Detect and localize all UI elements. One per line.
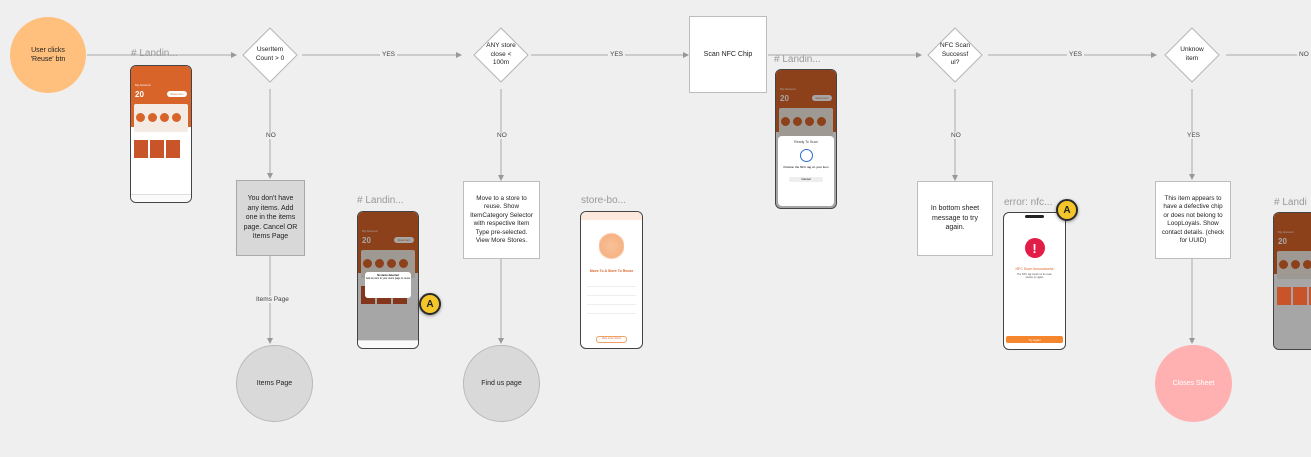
process-defective-chip[interactable]: This item appears to have a defective ch…	[1155, 181, 1231, 259]
error-icon: !	[1024, 238, 1045, 258]
edge-label-yes: YES	[608, 51, 626, 58]
start-node[interactable]: User clicks 'Reuse' btn	[10, 17, 86, 93]
terminal-closes-sheet-label: Closes Sheet	[1172, 379, 1215, 387]
dialog-title: No items detected	[377, 273, 399, 277]
process-defective-chip-label: This item appears to have a defective ch…	[1161, 194, 1225, 245]
edge-label-items-page: Items Page	[254, 296, 291, 303]
points-value: 20	[780, 94, 789, 103]
process-no-items-label: You don't have any items. Add one in the…	[243, 195, 298, 241]
reuse-pill-button[interactable]: Reuse Item	[812, 95, 832, 101]
account-label: My Account	[362, 229, 378, 233]
process-bottom-sheet[interactable]: In bottom sheet message to try again.	[917, 181, 993, 256]
category-icons	[136, 113, 181, 122]
frame-title-landing-4: # Landi	[1274, 197, 1307, 208]
dialog-body: Add an item to your items page to reuse	[365, 276, 411, 280]
offer-tiles	[1277, 287, 1311, 305]
edge-label-yes: YES	[1067, 51, 1085, 58]
modal-dim	[1274, 213, 1311, 349]
start-node-label: User clicks 'Reuse' btn	[30, 46, 66, 63]
decision-unknown-item[interactable]: Unknow item	[1164, 27, 1220, 83]
phone-landing-4[interactable]: My Account 20	[1273, 212, 1311, 350]
sheet-hint: Position the NFC tag on your item	[783, 164, 829, 169]
diamond-shape	[927, 27, 983, 83]
decision-store-close-label: ANY store close < 100m	[486, 41, 516, 67]
edge-label-no: NO	[264, 132, 278, 139]
phone-nfc-error[interactable]: ! NFC Scan Unsuccessful The NFC tag coul…	[1003, 212, 1066, 350]
frame-title-landing-1: # Landin...	[131, 48, 178, 59]
frame-title-error: error: nfc...	[1004, 197, 1053, 208]
comment-badge[interactable]: A	[1056, 199, 1078, 221]
offer-tiles	[134, 140, 180, 158]
diamond-shape	[242, 27, 298, 83]
category-icons	[1279, 260, 1311, 269]
diamond-shape	[1164, 27, 1220, 83]
frame-title-landing-3: # Landin...	[357, 195, 404, 206]
edge-label-yes: YES	[1185, 132, 1203, 139]
points-value: 20	[1278, 237, 1287, 246]
phone-landing-1[interactable]: My Account 20 Reuse Item	[130, 65, 192, 203]
decision-nfc-success-label: NFC Scan Successf ul?	[940, 41, 970, 67]
process-scan-nfc-label: Scan NFC Chip	[703, 50, 753, 58]
process-move-to-store[interactable]: Move to a store to reuse. Show ItemCateg…	[463, 181, 540, 259]
category-icons	[781, 117, 826, 126]
comment-badge[interactable]: A	[419, 293, 441, 315]
decision-store-close[interactable]: ANY store close < 100m	[473, 27, 529, 83]
terminal-items-page-label: Items Page	[256, 379, 293, 387]
account-label: My Account	[1278, 230, 1294, 234]
phone-landing-dialog[interactable]: My Account 20 Reuse Item No items detect…	[357, 211, 419, 349]
tab-bar[interactable]	[131, 194, 191, 202]
points-value: 20	[135, 90, 144, 99]
diamond-shape	[473, 27, 529, 83]
nfc-icon	[799, 148, 813, 162]
decision-unknown-item-label: Unknow item	[1180, 46, 1204, 62]
sheet-title: Ready To Scan	[794, 139, 818, 144]
edge-label-no: NO	[949, 132, 963, 139]
tab-bar[interactable]	[358, 340, 418, 348]
terminal-find-us[interactable]: Find us page	[463, 345, 540, 422]
category-icons	[363, 259, 408, 268]
account-label: My Account	[135, 83, 151, 87]
frame-title-landing-2: # Landin...	[774, 54, 821, 65]
terminal-find-us-label: Find us page	[481, 379, 522, 387]
process-scan-nfc[interactable]: Scan NFC Chip	[689, 16, 767, 93]
store-sheet-title: Move To A Store To Reuse	[589, 269, 634, 274]
terminal-items-page[interactable]: Items Page	[236, 345, 313, 422]
reuse-pill-button[interactable]: Reuse Item	[394, 237, 414, 243]
phone-landing-nfc[interactable]: My Account 20 Reuse Item Ready To Scan P…	[775, 69, 837, 209]
nfc-bottom-sheet[interactable]: Ready To Scan Position the NFC tag on yo…	[778, 135, 834, 206]
alert-dialog[interactable]: No items detected Add an item to your it…	[365, 271, 411, 299]
points-value: 20	[362, 236, 371, 245]
store-map	[599, 231, 624, 261]
process-move-to-store-label: Move to a store to reuse. Show ItemCateg…	[470, 194, 533, 245]
decision-nfc-success[interactable]: NFC Scan Successf ul?	[927, 27, 983, 83]
edge-label-no: NO	[1297, 51, 1311, 58]
store-list[interactable]	[587, 280, 636, 316]
error-title: NFC Scan Unsuccessful	[1015, 267, 1054, 271]
cancel-button[interactable]: Cancel	[789, 176, 823, 182]
terminal-closes-sheet[interactable]: Closes Sheet	[1155, 345, 1232, 422]
frame-title-store: store-bo...	[581, 195, 627, 206]
edge-label-yes: YES	[380, 51, 398, 58]
view-more-stores-button[interactable]: View more stores	[596, 336, 627, 343]
edge-label-no: NO	[495, 132, 509, 139]
process-bottom-sheet-label: In bottom sheet message to try again.	[930, 205, 980, 232]
error-body: The NFC tag could not be read, please tr…	[1016, 273, 1053, 279]
decision-usercount-label: UserItem Count > 0	[255, 46, 285, 62]
decision-usercount[interactable]: UserItem Count > 0	[242, 27, 298, 83]
try-again-button[interactable]: Try Again	[1006, 336, 1063, 343]
account-label: My Account	[780, 87, 796, 91]
reuse-pill-button[interactable]: Reuse Item	[167, 91, 187, 97]
phone-header	[581, 212, 642, 220]
phone-store-sheet[interactable]: Move To A Store To Reuse View more store…	[580, 211, 643, 349]
process-no-items[interactable]: You don't have any items. Add one in the…	[236, 180, 305, 256]
phone-notch	[1025, 215, 1044, 218]
